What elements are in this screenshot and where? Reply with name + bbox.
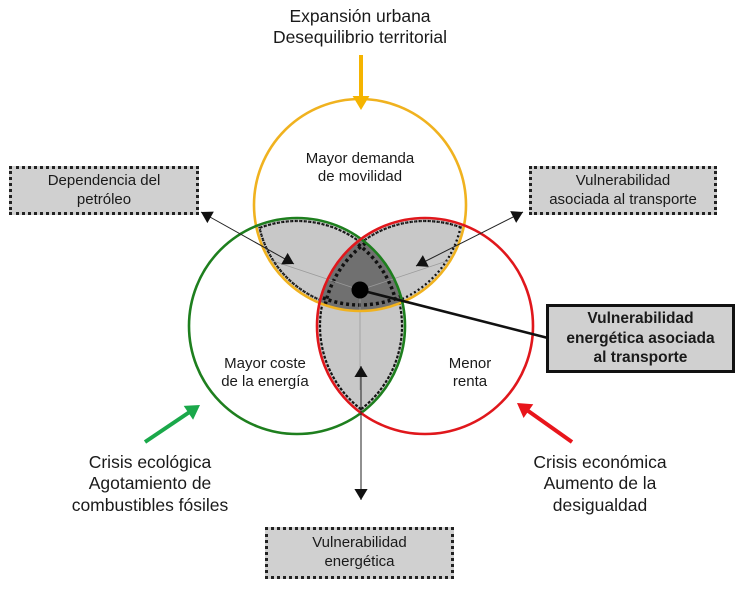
circle-right: [315, 216, 535, 436]
top-driver-arrow-head: [352, 96, 370, 110]
right-driver-label: Crisis económica Aumento de la desiguald…: [533, 452, 667, 515]
lens-top-right-outline: [321, 219, 462, 310]
box-energy-vulnerability: Vulnerabilidad energética: [265, 527, 454, 579]
center-connector-line: [359, 288, 549, 340]
lens-top-right-outline-b: [321, 219, 462, 310]
energy-arrow-head-start: [354, 366, 368, 377]
left-driver-arrow-head: [183, 405, 200, 420]
circle-left-label: Mayor coste de la energía: [221, 355, 309, 391]
right-driver-arrow-head: [517, 403, 534, 418]
oil-dependence-arrow-line: [200, 211, 295, 265]
center-dot: [351, 281, 369, 299]
spoke-0: [269, 259, 361, 291]
top-driver-label: Expansión urbana Desequilibrio territori…: [272, 6, 448, 48]
oil-dependence-arrow-head-start: [281, 252, 294, 265]
circle-top-label: Mayor demanda de movilidad: [305, 150, 415, 186]
spoke-1: [359, 259, 451, 291]
box-oil-dependence: Dependencia del petróleo: [9, 166, 199, 215]
box-transport-vulnerability: Vulnerabilidad asociada al transporte: [529, 166, 717, 215]
circle-right-label: Menor renta: [448, 355, 492, 391]
left-driver-arrow-shaft: [143, 409, 192, 444]
right-driver-arrow-shaft: [524, 407, 574, 444]
box-transport-energy-vulnerability: Vulnerabilidad energética asociada al tr…: [546, 304, 735, 373]
arrows: [143, 55, 574, 500]
oil-dependence-arrow-head-end: [201, 211, 214, 224]
circle-left: [187, 216, 407, 436]
transport-arrow-head-start: [416, 255, 429, 267]
left-driver-label: Crisis ecológica Agotamiento de combusti…: [71, 452, 229, 515]
energy-arrow-head-end: [354, 489, 368, 500]
transport-arrow-head-end: [510, 211, 523, 223]
transport-arrow-line: [415, 211, 524, 267]
